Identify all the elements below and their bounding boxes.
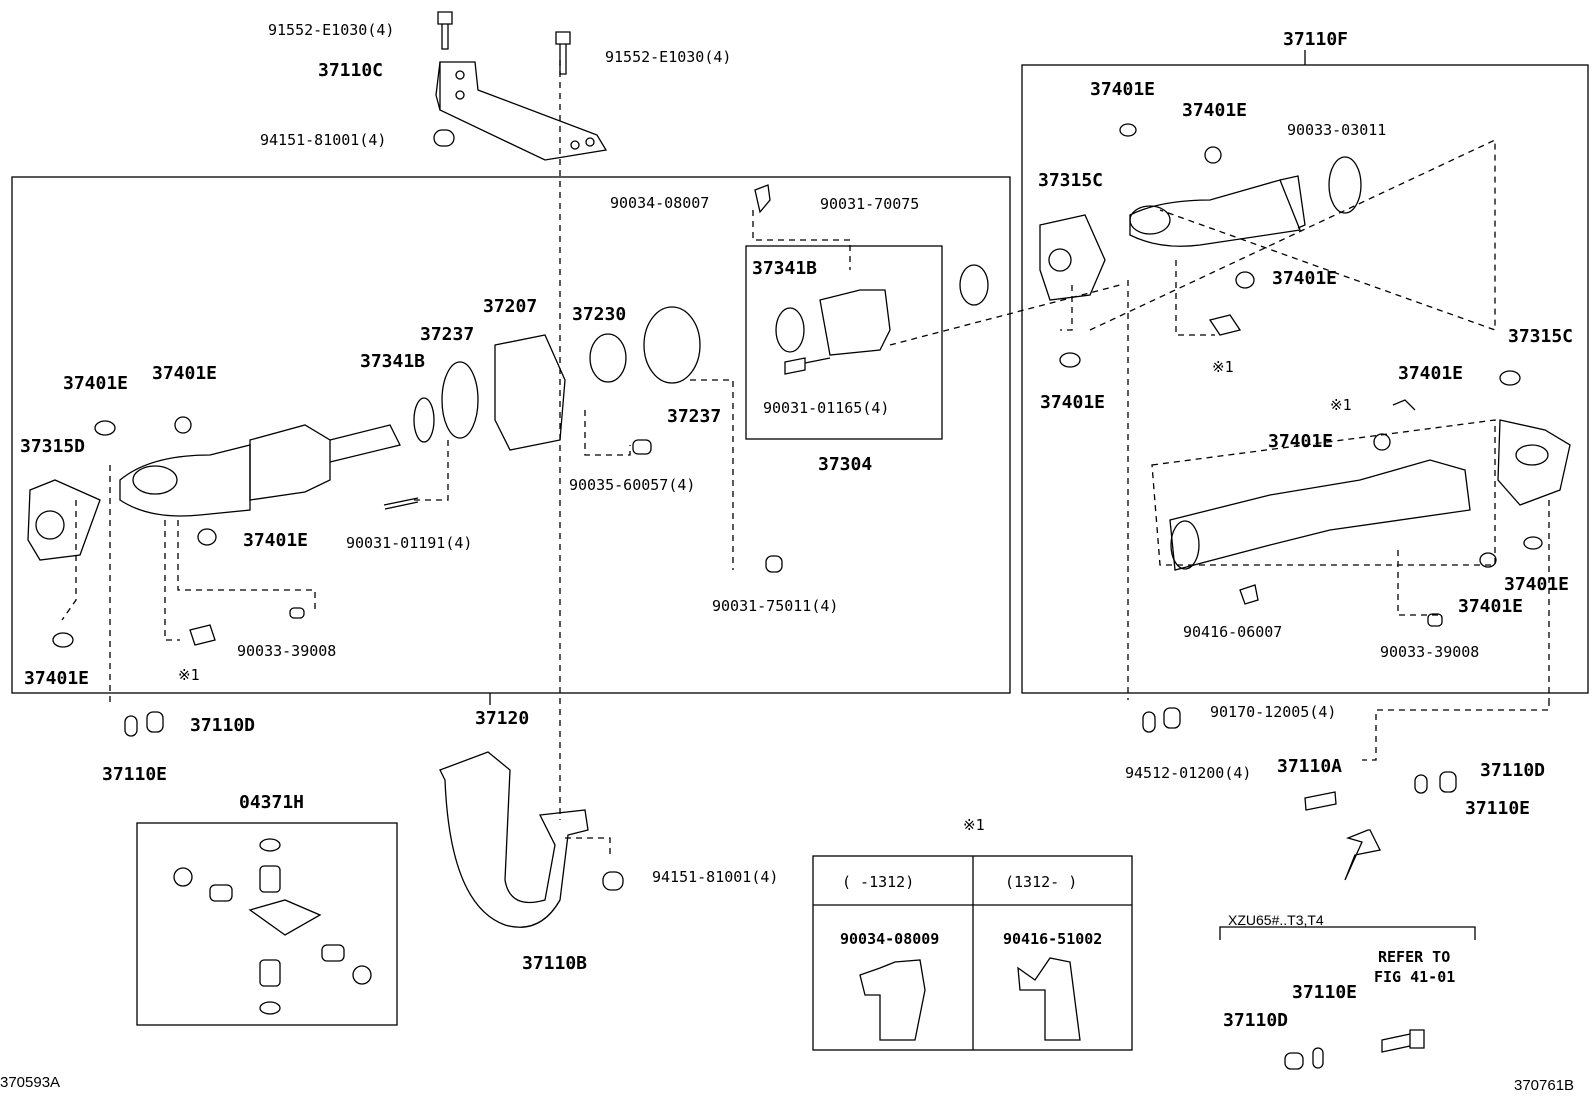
part-label-37315D: 37315D (20, 436, 86, 457)
part-label-37110E-2: 37110E (1465, 798, 1531, 819)
part-label-37401E-6: 37401E (1268, 431, 1334, 452)
part-label-37110F: 37110F (1283, 29, 1349, 50)
refer-to-note: REFER TO (1378, 948, 1451, 966)
part-label-37401E-1: 37401E (1090, 79, 1156, 100)
part-label-37401E-8: 37401E (1458, 596, 1524, 617)
part-label-37315C-1: 37315C (1038, 170, 1104, 191)
footnote-mark-2: ※1 (1330, 396, 1352, 414)
part-label-90416-06007: 90416-06007 (1183, 623, 1283, 641)
part-label-37401E-10: 37401E (152, 363, 218, 384)
part-label-37207: 37207 (483, 296, 538, 317)
part-label-90416-51002: 90416-51002 (1003, 930, 1103, 948)
part-label-37401E-12: 37401E (24, 668, 90, 689)
part-label-90035-60057: 90035-60057(4) (569, 476, 696, 494)
part-label-37401E-11: 37401E (243, 530, 309, 551)
part-label-37110A: 37110A (1277, 756, 1343, 777)
part-label-37110D-1: 37110D (190, 715, 256, 736)
part-label-94151-81001-b: 94151-81001(4) (652, 868, 779, 886)
part-label-37401E-4: 37401E (1040, 392, 1106, 413)
part-label-90034-08007: 90034-08007 (610, 194, 710, 212)
part-label-37341B-2: 37341B (360, 351, 426, 372)
footnote-mark-3: ※1 (178, 666, 200, 684)
part-label-90033-39008-b: 90033-39008 (1380, 643, 1480, 661)
part-label-37401E-5: 37401E (1398, 363, 1464, 384)
part-label-37304: 37304 (818, 454, 873, 475)
spider-kit-box (136, 822, 398, 1026)
part-label-37341B-1: 37341B (752, 258, 818, 279)
part-label-37110C: 37110C (318, 60, 384, 81)
table-col-after: (1312- ) (1005, 873, 1078, 891)
part-label-37237-2: 37237 (667, 406, 722, 427)
part-label-37401E-9: 37401E (63, 373, 129, 394)
part-label-90170-12005: 90170-12005(4) (1210, 703, 1337, 721)
part-label-37401E-3: 37401E (1272, 268, 1338, 289)
part-label-90033-39008-a: 90033-39008 (237, 642, 337, 660)
part-label-37110D-2: 37110D (1480, 760, 1546, 781)
part-label-37110E-3: 37110E (1292, 982, 1358, 1003)
part-label-91552-E1030-b: 91552-E1030(4) (605, 48, 732, 66)
part-label-37110B: 37110B (522, 953, 588, 974)
part-label-90031-70075: 90031-70075 (820, 195, 920, 213)
part-label-37110D-3: 37110D (1223, 1010, 1289, 1031)
footnote-mark-table: ※1 (963, 816, 985, 834)
support-bracket (439, 751, 589, 928)
part-label-90034-08009: 90034-08009 (840, 930, 940, 948)
part-label-37401E-2: 37401E (1182, 100, 1248, 121)
part-label-94151-81001-a: 94151-81001(4) (260, 131, 387, 149)
figure-id-right: 370761B (1514, 1077, 1575, 1094)
part-label-90033-03011: 90033-03011 (1287, 121, 1387, 139)
part-label-37315C-2: 37315C (1508, 326, 1574, 347)
part-label-04371H: 04371H (239, 792, 305, 813)
part-label-94512-01200: 94512-01200(4) (1125, 764, 1252, 782)
part-label-37237-1: 37237 (420, 324, 475, 345)
center-bearing-box (745, 245, 943, 440)
part-label-90031-01165: 90031-01165(4) (763, 399, 890, 417)
model-applicability-note: XZU65#..T3,T4 (1228, 912, 1324, 928)
refer-fig-note: FIG 41-01 (1374, 968, 1456, 986)
part-label-90031-75011: 90031-75011(4) (712, 597, 839, 615)
table-col-before: ( -1312) (842, 873, 915, 891)
part-label-37110E-1: 37110E (102, 764, 168, 785)
part-label-37230: 37230 (572, 304, 627, 325)
flange-yoke-left (27, 479, 101, 561)
part-label-37120: 37120 (475, 708, 530, 729)
left-assembly-frame (11, 176, 1011, 694)
part-label-91552-E1030-a: 91552-E1030(4) (268, 21, 395, 39)
part-label-37401E-7: 37401E (1504, 574, 1570, 595)
figure-id-left: 370593A (0, 1074, 61, 1091)
part-label-90031-01191: 90031-01191(4) (346, 534, 473, 552)
footnote-mark-1: ※1 (1212, 358, 1234, 376)
